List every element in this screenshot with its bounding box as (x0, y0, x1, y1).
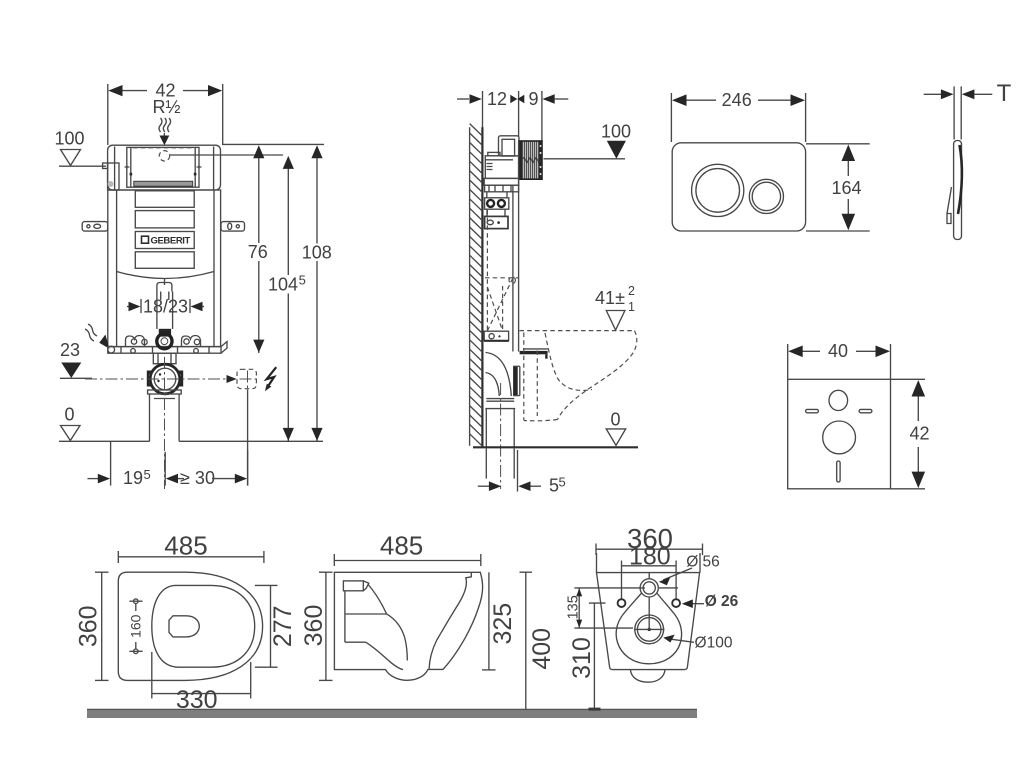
svg-text:5: 5 (144, 467, 151, 482)
svg-text:100: 100 (601, 122, 631, 142)
svg-text:360: 360 (300, 605, 328, 647)
svg-text:18/23: 18/23 (143, 297, 188, 317)
svg-text:2: 2 (628, 284, 635, 298)
svg-text:104: 104 (268, 275, 298, 295)
svg-text:GEBERIT: GEBERIT (151, 236, 191, 247)
svg-text:164: 164 (831, 178, 861, 198)
svg-text:5: 5 (299, 273, 306, 288)
svg-text:1: 1 (628, 300, 635, 314)
svg-text:277: 277 (269, 605, 297, 647)
svg-text:Ø100: Ø100 (695, 634, 733, 651)
svg-text:42: 42 (155, 81, 175, 101)
svg-text:Ø 56: Ø 56 (686, 554, 720, 571)
svg-text:19: 19 (123, 468, 143, 488)
svg-text:9: 9 (528, 89, 538, 109)
svg-text:330: 330 (176, 686, 218, 714)
svg-text:180: 180 (629, 542, 671, 570)
svg-text:R½: R½ (152, 97, 180, 117)
svg-text:100: 100 (54, 129, 84, 149)
svg-text:0: 0 (64, 405, 74, 425)
svg-text:Ø 26: Ø 26 (705, 593, 739, 610)
svg-text:5: 5 (559, 475, 566, 490)
svg-text:40: 40 (828, 341, 848, 361)
svg-text:76: 76 (248, 242, 268, 262)
svg-text:12: 12 (487, 89, 507, 109)
svg-text:485: 485 (380, 531, 423, 561)
svg-text:485: 485 (164, 531, 207, 561)
svg-text:0: 0 (610, 410, 620, 430)
svg-text:23: 23 (60, 340, 80, 360)
svg-text:42: 42 (909, 424, 929, 444)
svg-text:400: 400 (528, 628, 556, 670)
svg-text:≥ 30: ≥ 30 (180, 468, 215, 488)
svg-text:135: 135 (566, 595, 582, 619)
svg-text:160: 160 (128, 614, 144, 638)
svg-text:360: 360 (75, 605, 103, 647)
svg-text:5: 5 (549, 476, 559, 496)
svg-text:325: 325 (489, 603, 517, 645)
svg-text:T: T (997, 80, 1012, 107)
svg-text:41±: 41± (595, 288, 625, 308)
svg-text:310: 310 (568, 637, 596, 679)
svg-text:108: 108 (302, 243, 332, 263)
svg-text:246: 246 (722, 90, 752, 110)
svg-text:360: 360 (627, 523, 673, 554)
